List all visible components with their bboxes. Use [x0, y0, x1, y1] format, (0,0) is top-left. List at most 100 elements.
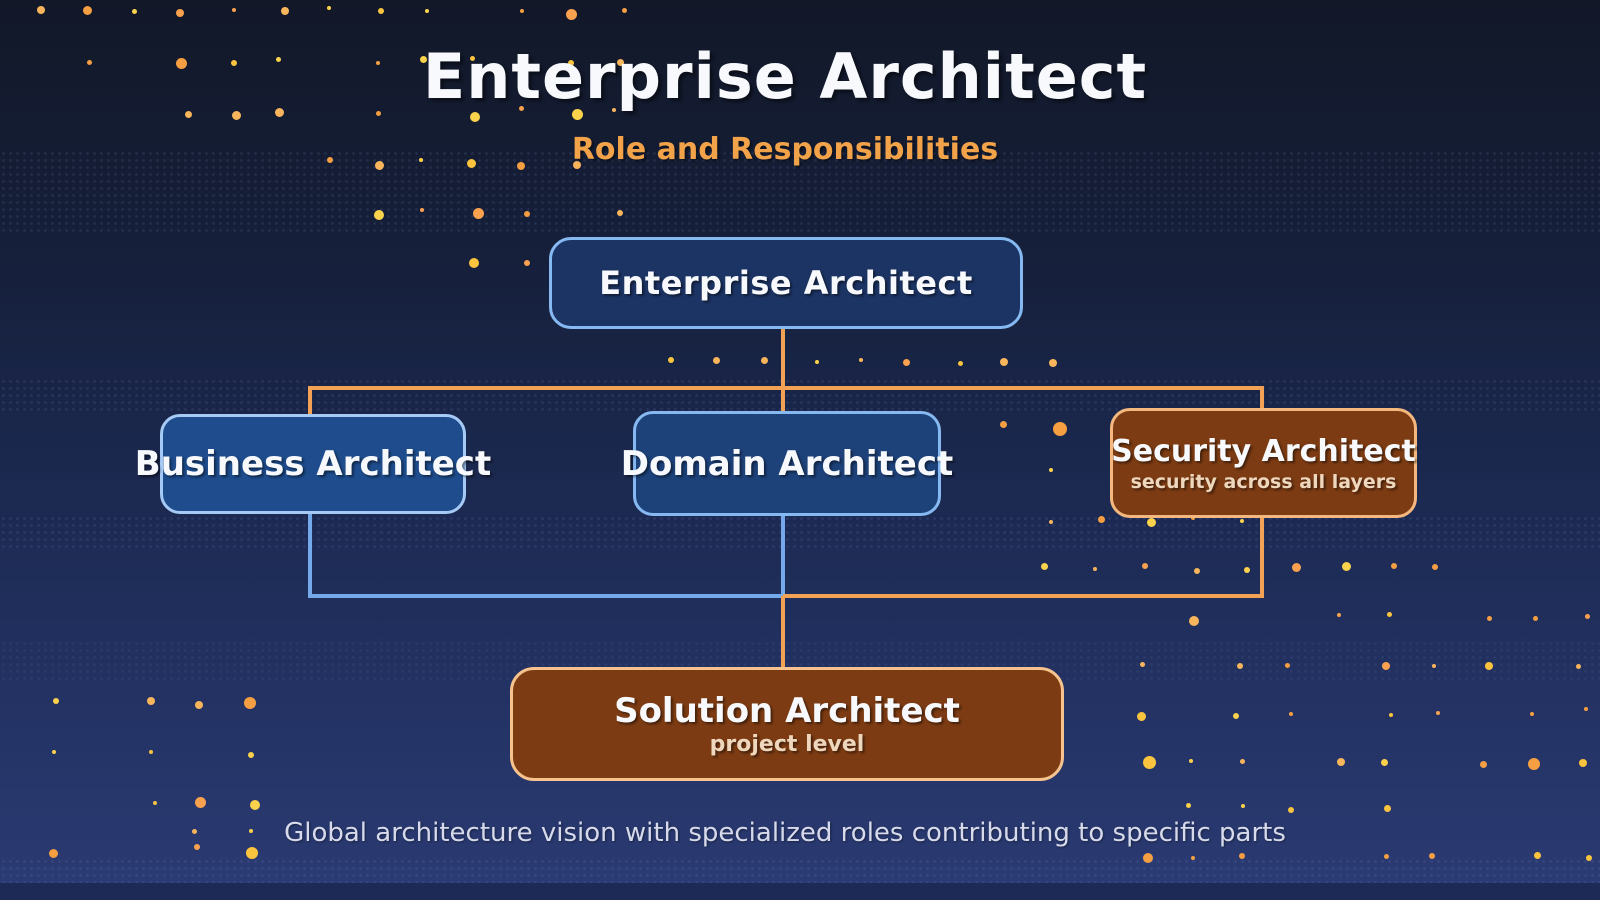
- decor-dot: [1389, 712, 1394, 717]
- decor-dot: [473, 207, 485, 219]
- decor-dot: [83, 6, 93, 16]
- decor-dot: [326, 6, 331, 11]
- node-security-architect: Security Architect security across all l…: [1110, 408, 1417, 518]
- connector-drop-security: [1260, 388, 1264, 410]
- decor-dot: [245, 846, 258, 859]
- decor-dot: [523, 260, 530, 267]
- page-title: Enterprise Architect: [422, 40, 1148, 113]
- decor-dot: [1146, 518, 1156, 528]
- decor-dot: [176, 8, 184, 17]
- decor-dot: [1049, 468, 1054, 473]
- decor-dot: [902, 359, 910, 367]
- connector-business-down: [308, 507, 312, 598]
- decor-dot: [250, 800, 261, 811]
- decor-dot: [378, 8, 385, 15]
- decor-dot: [1285, 662, 1291, 668]
- decor-dot: [1341, 562, 1351, 572]
- decor-dot: [1191, 855, 1196, 860]
- decor-dot: [617, 209, 624, 216]
- halftone-band: [0, 378, 1600, 412]
- decor-dot: [1579, 759, 1588, 768]
- node-domain-architect: Domain Architect: [621, 411, 953, 516]
- decor-dot: [1288, 806, 1295, 813]
- decor-dot: [52, 750, 57, 755]
- decor-dot: [248, 751, 255, 758]
- decor-dot: [36, 6, 45, 15]
- decor-dot: [1236, 663, 1243, 670]
- connector-bottom-horizontal-blue: [308, 594, 785, 598]
- decor-dot: [1485, 661, 1494, 670]
- halftone-band: [0, 515, 1600, 549]
- node-solution-architect-sublabel: project level: [709, 732, 865, 757]
- decor-dot: [373, 209, 384, 220]
- footer-bar: [0, 883, 1600, 900]
- decor-dot: [566, 9, 578, 21]
- decor-dot: [1194, 567, 1201, 574]
- decor-dot: [1143, 852, 1154, 863]
- decor-dot: [1585, 854, 1592, 861]
- decor-dot: [149, 749, 154, 754]
- node-domain-architect-label: Domain Architect: [620, 443, 954, 484]
- decor-dot: [761, 356, 769, 364]
- decor-dot: [1486, 616, 1492, 622]
- decor-dot: [1380, 758, 1388, 766]
- decor-dot: [999, 420, 1007, 428]
- decor-dot: [1092, 567, 1097, 572]
- decor-dot: [49, 849, 59, 859]
- decor-dot: [280, 6, 289, 15]
- decor-dot: [1435, 710, 1440, 715]
- decor-dot: [1189, 758, 1194, 763]
- connector-top-horizontal: [308, 386, 1264, 390]
- decor-dot: [52, 698, 59, 705]
- decor-dot: [231, 8, 236, 13]
- decor-dot: [419, 207, 424, 212]
- decor-dot: [1186, 803, 1192, 809]
- connector-drop-business: [308, 388, 312, 416]
- decor-dot: [243, 697, 256, 709]
- decor-dot: [1336, 757, 1345, 766]
- decor-dot: [523, 210, 530, 217]
- decor-dot: [1243, 567, 1250, 574]
- node-enterprise-architect-label: Enterprise Architect: [599, 264, 973, 302]
- connector-merge-down: [781, 596, 785, 669]
- decor-dot: [713, 356, 721, 364]
- decor-dot: [1387, 612, 1393, 618]
- decor-dot: [1041, 563, 1049, 571]
- node-security-architect-label: Security Architect: [1111, 433, 1416, 469]
- node-solution-architect: Solution Architect project level: [510, 667, 1064, 781]
- connector-security-down: [1260, 511, 1264, 596]
- decor-dot: [1292, 563, 1302, 573]
- decor-dot: [1432, 663, 1437, 668]
- node-solution-architect-label: Solution Architect: [614, 691, 960, 731]
- decor-dot: [1239, 852, 1246, 859]
- node-enterprise-architect: Enterprise Architect: [549, 237, 1023, 329]
- decor-dot: [1049, 359, 1058, 368]
- decor-dot: [424, 9, 429, 14]
- node-business-architect-label: Business Architect: [134, 444, 492, 484]
- decor-dot: [1533, 852, 1541, 860]
- decor-dot: [1240, 803, 1245, 808]
- decor-dot: [958, 360, 964, 366]
- decor-dot: [1383, 854, 1389, 860]
- decor-dot: [859, 357, 864, 362]
- decor-dot: [1584, 707, 1589, 712]
- connector-root-vertical: [781, 322, 785, 388]
- decor-dot: [1384, 805, 1392, 813]
- decor-dot: [1136, 712, 1146, 722]
- decor-dot: [1097, 516, 1105, 523]
- decor-dot: [1479, 760, 1487, 768]
- caption: Global architecture vision with speciali…: [284, 818, 1286, 848]
- decor-dot: [1432, 563, 1439, 570]
- decor-dot: [621, 8, 627, 14]
- decor-dot: [1141, 563, 1148, 570]
- decor-dot: [1529, 712, 1534, 717]
- decor-dot: [469, 257, 480, 268]
- decor-dot: [1239, 519, 1244, 524]
- decor-dot: [814, 359, 819, 364]
- decor-dot: [1533, 615, 1539, 621]
- decor-dot: [195, 796, 207, 808]
- connector-drop-domain: [781, 388, 785, 413]
- decor-dot: [1140, 662, 1146, 668]
- decor-dot: [1390, 563, 1397, 570]
